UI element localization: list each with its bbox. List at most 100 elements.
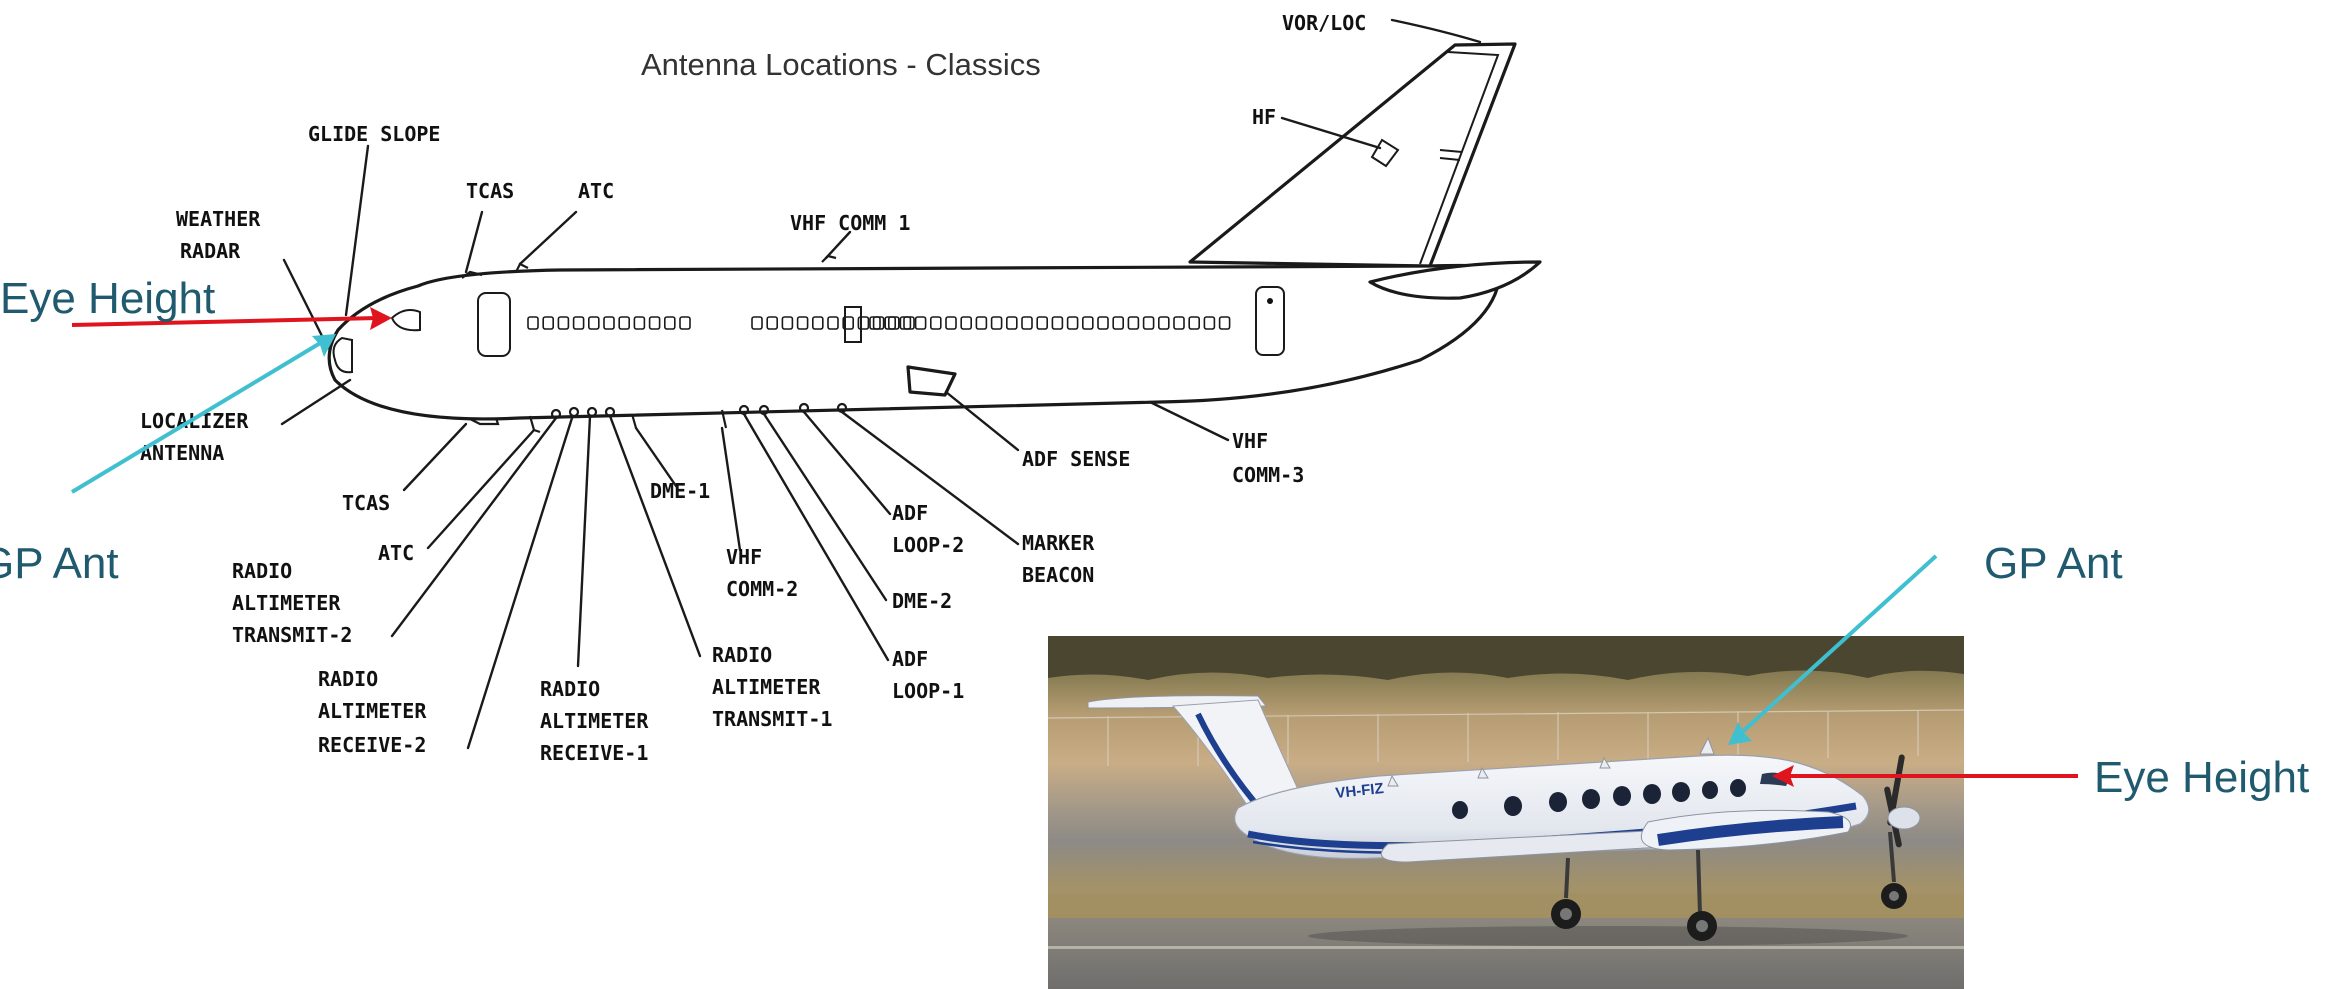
cabin-window — [929, 316, 942, 330]
leader-tcas-top — [464, 210, 484, 274]
cabin-window — [1036, 316, 1048, 330]
eye-height-arrow-left — [71, 316, 379, 327]
label-vhf-comm3-1: VHF — [1232, 429, 1268, 453]
cabin-window — [1142, 316, 1155, 330]
cabin-window — [587, 316, 600, 330]
cabin-window — [796, 316, 809, 330]
fin-spar — [1419, 51, 1500, 265]
leader-vor-loc — [1390, 18, 1482, 44]
leader-glide-slope — [344, 144, 370, 317]
cabin-window — [766, 316, 779, 330]
label-tcas-top: TCAS — [466, 179, 514, 203]
cabin-window — [1005, 316, 1018, 330]
gp-ant-arrow-left — [70, 340, 324, 494]
aircraft-shadow — [1308, 926, 1908, 946]
cabin-window — [869, 316, 881, 330]
label-ra-rx1-3: RECEIVE-1 — [540, 741, 648, 765]
label-atc-bottom: ATC — [378, 541, 414, 565]
label-vhf-comm3-2: COMM-3 — [1232, 463, 1304, 487]
cabin-window — [751, 316, 763, 330]
label-weather: WEATHER — [176, 207, 261, 231]
eye-height-label-left: Eye Height — [0, 274, 215, 323]
leader-ra-receive-1 — [576, 414, 592, 668]
label-hf: HF — [1252, 105, 1276, 129]
label-marker-1: MARKER — [1022, 531, 1095, 555]
cockpit-windows — [390, 309, 421, 332]
eye-height-arrowhead-right — [1772, 765, 1794, 787]
grass-strip — [1048, 894, 1964, 918]
leader-tcas-bottom — [402, 422, 468, 492]
label-vhf-comm1: VHF COMM 1 — [790, 211, 910, 235]
cabin-window — [1112, 316, 1124, 330]
gp-ant-arrowhead-left — [312, 334, 336, 357]
registration-text: VH-FIZ — [1335, 780, 1385, 802]
cabin-windows — [1452, 779, 1746, 819]
adf-sense-fairing — [906, 365, 957, 397]
label-ra-rx2-3: RECEIVE-2 — [318, 733, 426, 757]
gp-ant-label-right: GP Ant — [1984, 539, 2123, 588]
label-tcas-bottom: TCAS — [342, 491, 390, 515]
label-ra-tx1-2: ALTIMETER — [712, 675, 821, 699]
cabin-window — [527, 316, 539, 330]
overwing-exit — [844, 306, 862, 343]
antenna-labels: VOR/LOC HF GLIDE SLOPE WEATHER RADAR TCA… — [140, 11, 1366, 765]
propeller — [1884, 754, 1921, 848]
cabin-window — [914, 316, 927, 330]
tcas-top-antenna — [461, 270, 483, 279]
tree-line — [1048, 636, 1964, 680]
cabin-window — [975, 316, 988, 330]
cabin-window — [781, 316, 794, 330]
cabin-window — [1082, 316, 1094, 330]
label-dme2: DME-2 — [892, 589, 952, 613]
cabin-window — [679, 316, 691, 330]
top-antennas — [1387, 736, 1715, 787]
label-ra-tx1-1: RADIO — [712, 643, 772, 667]
leader-vhf-comm1 — [824, 230, 852, 260]
label-ra-tx1-3: TRANSMIT-1 — [712, 707, 832, 731]
label-ra-rx1-1: RADIO — [540, 677, 600, 701]
leader-dme1 — [634, 426, 678, 488]
cabin-window — [1051, 316, 1064, 330]
leader-atc-top — [518, 210, 578, 266]
cabin-window — [572, 316, 585, 330]
fuselage-outline — [327, 263, 1502, 421]
cabin-window — [811, 316, 824, 330]
aircraft-outline — [327, 42, 1542, 421]
gp-ant-arrowhead-right — [1728, 722, 1752, 745]
cabin-window — [1021, 316, 1033, 330]
annotations: Eye Height GP Ant GP Ant Eye Height — [0, 274, 2309, 802]
tcas-bottom-antenna — [467, 417, 500, 426]
cabin-window — [557, 316, 570, 330]
cabin-window — [1066, 316, 1079, 330]
cabin-window — [1218, 316, 1231, 330]
label-ra-tx2-3: TRANSMIT-2 — [232, 623, 352, 647]
leader-ra-transmit-2 — [390, 416, 558, 638]
label-adf-sense: ADF SENSE — [1022, 447, 1130, 471]
gp-ant-label-left: GP Ant — [0, 539, 119, 588]
leader-weather-radar — [282, 258, 330, 350]
aircraft-photo: VH-FIZ — [1048, 636, 1964, 989]
cabin-window — [1188, 316, 1200, 330]
cabin-window — [1203, 316, 1216, 330]
label-vor-loc: VOR/LOC — [1282, 11, 1366, 35]
label-radar: RADAR — [180, 239, 241, 263]
leader-ra-transmit-1 — [608, 414, 702, 658]
label-vhf-comm2-1: VHF — [726, 545, 762, 569]
label-ra-rx2-2: ALTIMETER — [318, 699, 427, 723]
label-adf-loop1-2: LOOP-1 — [892, 679, 964, 703]
label-ra-rx2-1: RADIO — [318, 667, 378, 691]
leader-vhf-comm2 — [720, 426, 742, 552]
label-dme1: DME-1 — [650, 479, 710, 503]
cabin-window — [648, 316, 661, 330]
leader-ra-receive-2 — [466, 416, 574, 750]
cabin-window — [542, 316, 555, 330]
vhf-comm2-antenna — [720, 409, 728, 429]
label-ra-rx1-2: ALTIMETER — [540, 709, 649, 733]
nacelle-stripe — [1657, 816, 1844, 846]
leader-marker-beacon — [840, 410, 1020, 546]
aft-door-handle — [1267, 298, 1273, 304]
label-ra-tx2-2: ALTIMETER — [232, 591, 341, 615]
cabin-window — [990, 316, 1003, 330]
fin-marks — [1439, 149, 1463, 161]
